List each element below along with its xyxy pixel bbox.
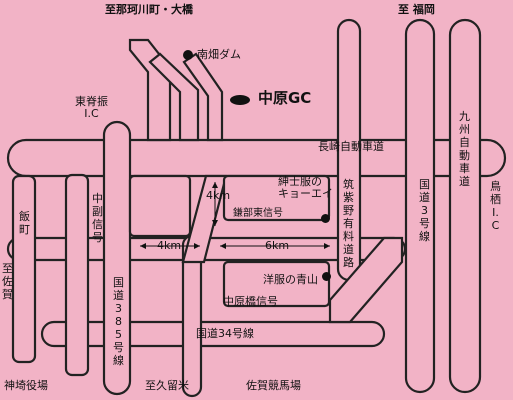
label-to-kurume: 至久留米: [145, 379, 189, 392]
label-saga-racecourse: 佐賀競馬場: [246, 379, 301, 392]
label-nakahara-gc: 中原GC: [258, 89, 312, 107]
label-iimachi: 飯町: [19, 210, 30, 236]
label-kamanobu-signal: 鎌部東信号: [233, 208, 283, 219]
shop-marker-aoyama: [322, 272, 331, 281]
label-nanbata-dam: 南畑ダム: [197, 48, 241, 61]
label-to-fukuoka: 至 福岡: [398, 3, 435, 16]
label-route-385: 国道385号線: [113, 276, 124, 367]
label-kyushu-expressway: 九州自動車道: [459, 110, 470, 188]
label-nakahara-bridge-signal: 中原橋信号: [223, 295, 278, 308]
label-kanzaki-office: 神埼役場: [4, 379, 48, 392]
shop-marker-kyoei: [321, 214, 330, 223]
label-east-sefuri-ic: 東脊振 I.C: [75, 95, 108, 120]
label-to-saga: 至佐賀: [2, 262, 13, 301]
label-4km-vertical: 4km: [206, 189, 231, 202]
label-route-34: 国道34号線: [196, 327, 254, 340]
label-tosu-ic: 鳥栖I.C: [490, 180, 501, 232]
label-yofuku-aoyama: 洋服の青山: [263, 273, 318, 286]
label-chikushino-toll-road: 筑紫野有料道路: [343, 178, 354, 269]
label-shinshi-kyoei: 紳士服の キョーエイ: [278, 175, 333, 200]
label-route-3: 国道3号線: [419, 178, 430, 243]
label-nagasaki-expressway: 長崎自動車道: [318, 140, 384, 153]
label-6km-horizontal: 6km: [265, 239, 290, 252]
label-to-nakagawa: 至那珂川町・大橋: [105, 3, 193, 16]
label-nakafuku-signal: 中副信号: [92, 192, 103, 244]
label-4km-horizontal: 4km: [157, 239, 182, 252]
